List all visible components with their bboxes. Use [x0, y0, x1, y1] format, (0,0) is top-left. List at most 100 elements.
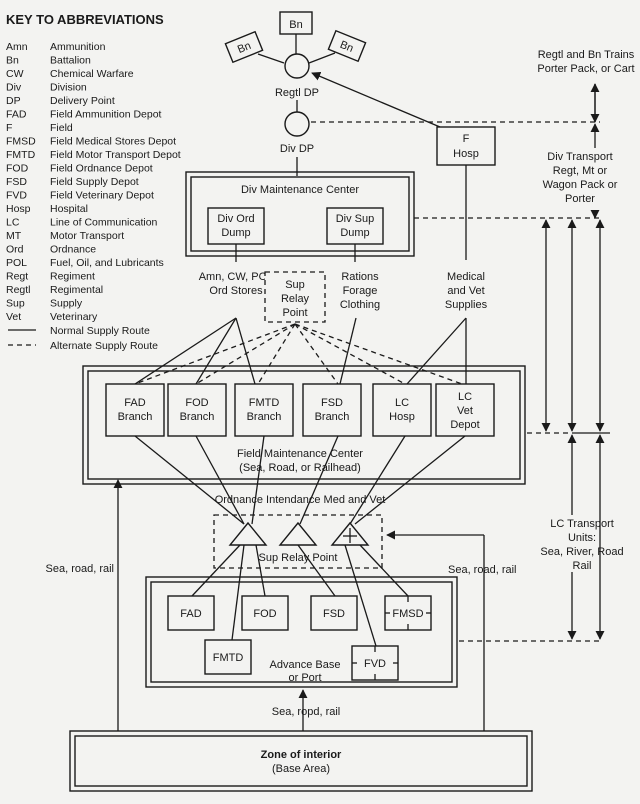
- alternate-route-label: Alternate Supply Route: [50, 340, 158, 352]
- branch-to-relay-routes: [134, 435, 466, 525]
- key-abbr: Regt: [6, 271, 28, 283]
- depot-label: FOD: [253, 608, 276, 620]
- depot-label: FSD: [323, 608, 345, 620]
- sea-road-rail-right: Sea, road, rail: [448, 564, 516, 576]
- key-meaning: Chemical Warfare: [50, 68, 134, 80]
- rations-label-1: Rations: [341, 271, 379, 283]
- div-sup-dump-line2: Dump: [340, 227, 369, 239]
- branch-label: FSD: [321, 397, 343, 409]
- regimental-section: Bn Bn Bn Regtl DP Div DP F Hosp: [224, 11, 496, 260]
- key-abbr: FOD: [6, 163, 29, 175]
- key-meaning: Ammunition: [50, 41, 106, 53]
- sup-relay-point-lower: Sup Relay Point: [213, 514, 383, 569]
- div-ord-dump-box: [207, 207, 265, 245]
- sea-road-rail-bottom: Sea, ropd, rail: [272, 706, 340, 718]
- sup-relay-top-line3: Point: [282, 307, 307, 319]
- key-meaning: Delivery Point: [50, 95, 115, 107]
- branch-label: FOD: [185, 397, 208, 409]
- key-abbr: Regtl: [6, 284, 31, 296]
- branch-label: Branch: [118, 411, 153, 423]
- lc-transport-4: Rail: [573, 560, 592, 572]
- div-transport-4: Porter: [565, 193, 595, 205]
- branch-label: LC: [458, 391, 472, 403]
- key-meaning: Field Motor Transport Depot: [50, 149, 181, 161]
- transport-levels: Regtl and Bn Trains Porter Pack, or Cart…: [311, 49, 635, 642]
- key-abbr: FAD: [6, 109, 27, 121]
- key-meaning: Field Ammunition Depot: [50, 109, 162, 121]
- relay-to-base-routes: [191, 544, 409, 647]
- bn-box-right: [327, 29, 367, 63]
- key-abbr: Ord: [6, 244, 24, 256]
- branch-label: Hosp: [389, 411, 415, 423]
- div-maintenance-center: Div Maintenance Center Div Ord Dump Div …: [185, 171, 415, 262]
- depot-box: [241, 595, 289, 631]
- key-meaning: Regimental: [50, 284, 103, 296]
- sup-relay-top-line2: Relay: [281, 293, 310, 305]
- branch-label: FAD: [124, 397, 145, 409]
- depot-label: FAD: [180, 608, 201, 620]
- key-abbr: CW: [6, 68, 24, 80]
- key-abbr: DP: [6, 95, 21, 107]
- key-meaning: Fuel, Oil, and Lubricants: [50, 257, 164, 269]
- key-abbr: LC: [6, 217, 20, 229]
- branch-box: [105, 383, 165, 437]
- depot-label: FMSD: [392, 608, 423, 620]
- div-dp-circle: [284, 111, 310, 137]
- regtl-bn-transport-2: Porter Pack, or Cart: [537, 63, 634, 75]
- field-center-title-2: (Sea, Road, or Railhead): [239, 462, 361, 474]
- key-abbr: Hosp: [6, 203, 31, 215]
- medical-label-2: and Vet: [447, 285, 484, 297]
- amn-label-2: Ord Stores: [209, 285, 263, 297]
- key-meaning: Field Supply Depot: [50, 176, 139, 188]
- normal-route-label: Normal Supply Route: [50, 325, 150, 337]
- key-meaning: Division: [50, 82, 87, 94]
- f-hosp-box: [436, 126, 496, 166]
- key-abbr: MT: [6, 230, 22, 242]
- advance-base-title-1: Advance Base: [270, 659, 341, 671]
- normal-routes-upper: [134, 317, 467, 385]
- bn-box-left: [224, 30, 264, 64]
- div-transport-3: Wagon Pack or: [543, 179, 618, 191]
- advance-base-title-2: or Port: [288, 672, 321, 684]
- regtl-dp-circle: [284, 53, 310, 79]
- branch-label: Depot: [450, 419, 479, 431]
- key-abbr: Div: [6, 82, 22, 94]
- depot-box: [310, 595, 358, 631]
- lc-transport-1: LC Transport: [550, 518, 614, 530]
- depot-label: FVD: [364, 658, 386, 670]
- key-meaning: Battalion: [50, 55, 91, 67]
- branch-label: LC: [395, 397, 409, 409]
- medical-label-1: Medical: [447, 271, 485, 283]
- sea-road-rail-routes: Sea, road, rail Sea, road, rail Sea, rop…: [46, 479, 516, 731]
- key-meaning: Field: [50, 122, 73, 134]
- regtl-bn-transport-1: Regtl and Bn Trains: [538, 49, 635, 61]
- bn-top-label: Bn: [289, 19, 302, 31]
- zone-title-1: Zone of interior: [261, 749, 342, 761]
- div-ord-dump-line1: Div Ord: [217, 213, 254, 225]
- key-meaning: Supply: [50, 298, 83, 310]
- div-transport-2: Regt, Mt or: [553, 165, 608, 177]
- key-abbr: Bn: [6, 55, 19, 67]
- zone-title-2: (Base Area): [272, 763, 330, 775]
- f-hosp-line2: Hosp: [453, 148, 479, 160]
- branch-box: [234, 383, 294, 437]
- lc-transport-2: Units:: [568, 532, 596, 544]
- key-abbr: Sup: [6, 298, 25, 310]
- branch-box: [435, 383, 495, 437]
- branch-box: [167, 383, 227, 437]
- sea-road-rail-left: Sea, road, rail: [46, 563, 114, 575]
- branch-label: FMTD: [249, 397, 280, 409]
- lc-transport-3: Sea, River, Road: [540, 546, 623, 558]
- branch-label: Branch: [247, 411, 282, 423]
- amn-label-1: Amn, CW, POL: [199, 271, 274, 283]
- key-meaning: Field Veterinary Depot: [50, 190, 154, 202]
- key-abbr: POL: [6, 257, 27, 269]
- field-center-title-1: Field Maintenance Center: [237, 448, 363, 460]
- key-title: KEY TO ABBREVIATIONS: [6, 12, 164, 27]
- regtl-dp-label: Regtl DP: [275, 87, 319, 99]
- div-sup-dump-line1: Div Sup: [336, 213, 375, 225]
- depot-box: [167, 595, 215, 631]
